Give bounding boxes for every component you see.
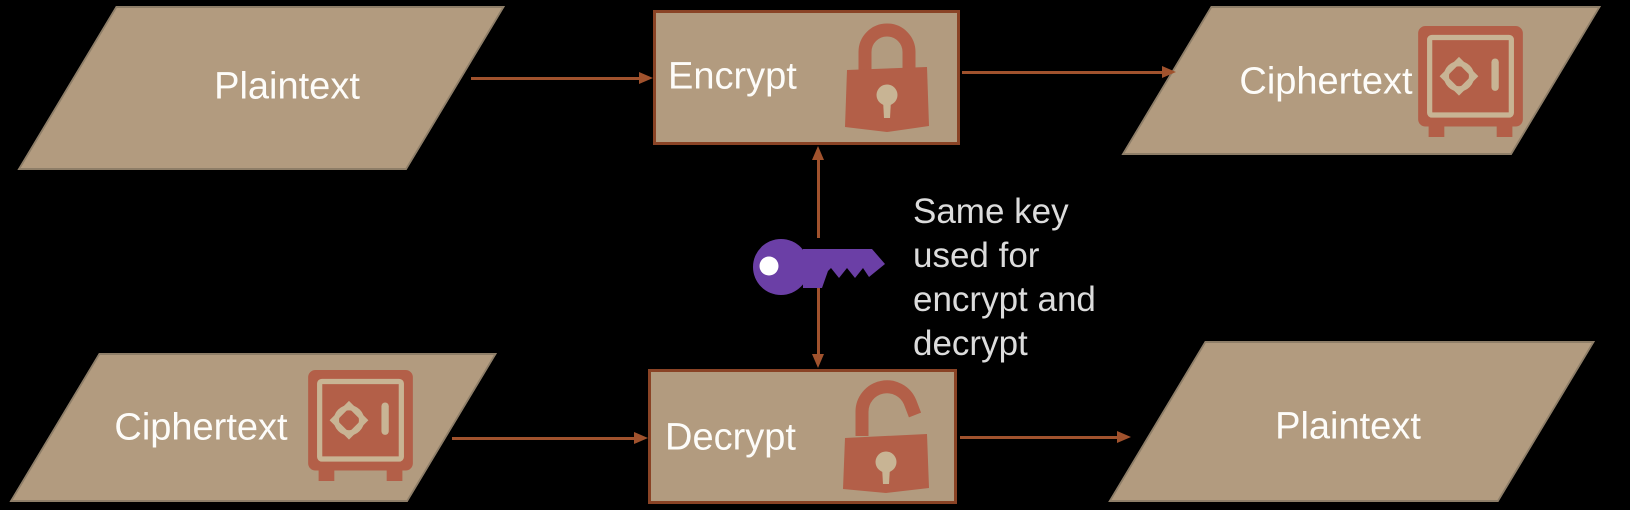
arrowhead-right-icon xyxy=(1117,431,1131,443)
annotation-line: Same key xyxy=(913,192,1069,231)
closed-padlock-icon xyxy=(845,23,929,132)
key-icon xyxy=(753,239,885,295)
ciphertext-bottom-label: Ciphertext xyxy=(114,406,288,449)
arrowhead-up-icon xyxy=(812,146,824,160)
plaintext-top-label: Plaintext xyxy=(214,65,360,108)
annotation-line: encrypt and xyxy=(913,280,1096,319)
decrypt-label: Decrypt xyxy=(665,416,796,459)
arrow-key-to-encrypt xyxy=(817,158,820,238)
arrowhead-right-icon xyxy=(1162,66,1176,78)
arrow-ciphertext-to-decrypt xyxy=(452,437,634,440)
arrow-decrypt-to-plaintext xyxy=(960,436,1117,439)
arrowhead-right-icon xyxy=(634,432,648,444)
open-padlock-icon xyxy=(843,380,929,493)
plaintext-bottom-label: Plaintext xyxy=(1275,405,1421,448)
arrow-key-to-decrypt xyxy=(817,288,820,355)
arrowhead-down-icon xyxy=(812,354,824,368)
arrowhead-right-icon xyxy=(639,72,653,84)
annotation-line: decrypt xyxy=(913,324,1028,363)
ciphertext-top-label: Ciphertext xyxy=(1239,60,1413,103)
arrow-encrypt-to-ciphertext xyxy=(962,71,1162,74)
key-annotation: Same key used for encrypt and decrypt xyxy=(913,190,1096,366)
safe-icon xyxy=(308,370,413,481)
annotation-line: used for xyxy=(913,236,1040,275)
encrypt-label: Encrypt xyxy=(668,55,797,98)
safe-icon xyxy=(1418,26,1523,137)
arrow-plaintext-to-encrypt xyxy=(471,77,639,80)
